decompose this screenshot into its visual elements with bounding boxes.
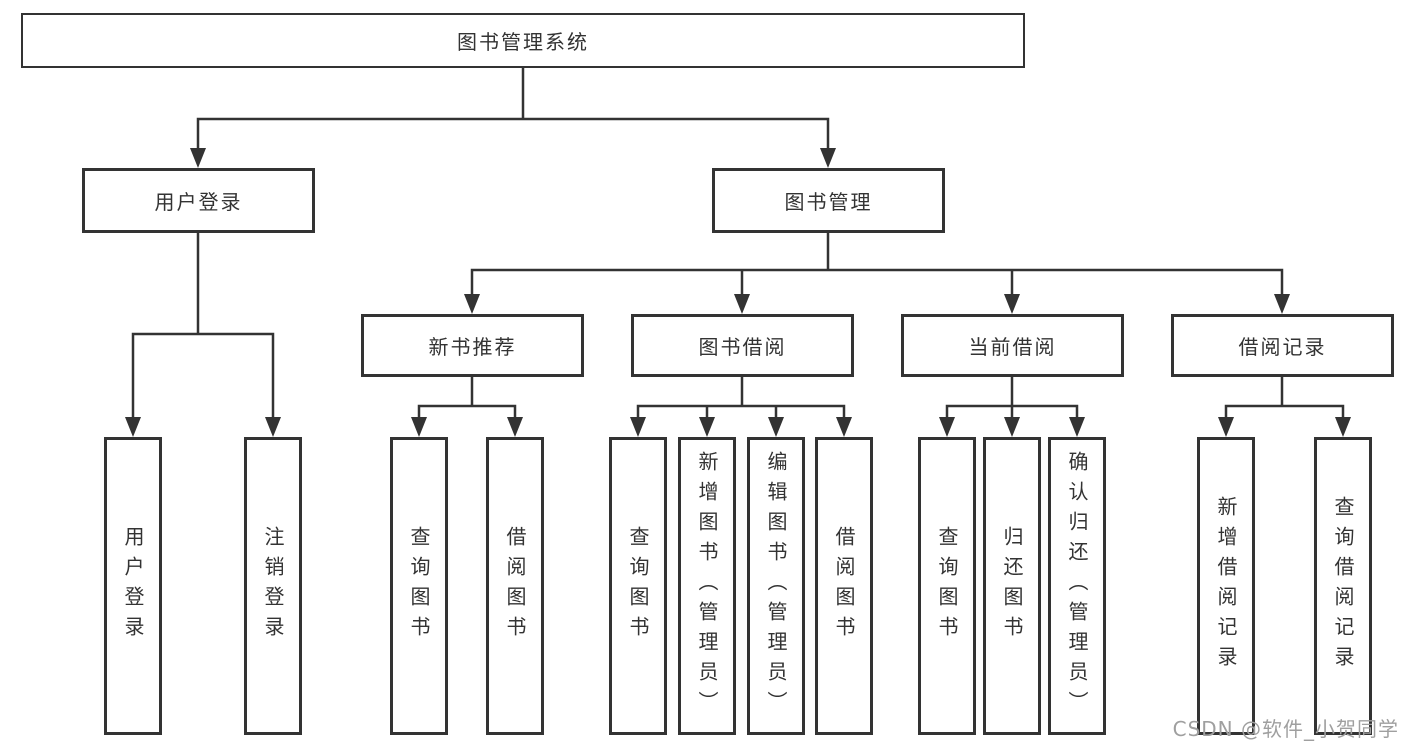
node-leaf-user-login: 用户登录 [104, 437, 162, 735]
leaf-label: 查询借阅记录 [1331, 496, 1355, 676]
node-leaf-recommend-borrow-books: 借阅图书 [486, 437, 544, 735]
node-book-management-label: 图书管理 [784, 190, 873, 214]
leaf-label: 新增图书（管理员） [695, 451, 719, 721]
leaf-label: 用户登录 [121, 526, 145, 646]
node-leaf-borrow-borrow-books: 借阅图书 [815, 437, 873, 735]
node-leaf-user-logout: 注销登录 [244, 437, 302, 735]
node-borrowing-records-label: 借阅记录 [1238, 335, 1327, 359]
node-new-book-recommend-label: 新书推荐 [428, 335, 517, 359]
node-leaf-recommend-query-books: 查询图书 [390, 437, 448, 735]
leaf-label: 注销登录 [261, 526, 285, 646]
arrowheads [125, 148, 1351, 437]
leaf-label: 查询图书 [407, 526, 431, 646]
node-new-book-recommend: 新书推荐 [361, 314, 584, 377]
leaf-label: 借阅图书 [503, 526, 527, 646]
leaf-label: 查询图书 [626, 526, 650, 646]
node-leaf-borrow-query-books: 查询图书 [609, 437, 667, 735]
node-book-borrowing: 图书借阅 [631, 314, 854, 377]
leaf-label: 归还图书 [1000, 526, 1024, 646]
node-leaf-borrow-edit-books-admin: 编辑图书（管理员） [747, 437, 805, 735]
csdn-watermark: CSDN @软件_小贺同学 [1172, 717, 1399, 741]
node-leaf-current-confirm-return-admin: 确认归还（管理员） [1048, 437, 1106, 735]
node-leaf-borrow-add-books-admin: 新增图书（管理员） [678, 437, 736, 735]
node-book-borrowing-label: 图书借阅 [698, 335, 787, 359]
node-borrowing-records: 借阅记录 [1171, 314, 1394, 377]
node-leaf-current-return-books: 归还图书 [983, 437, 1041, 735]
node-root-label: 图书管理系统 [457, 30, 589, 54]
leaf-label: 查询图书 [935, 526, 959, 646]
leaf-label: 编辑图书（管理员） [764, 451, 788, 721]
node-user-login: 用户登录 [82, 168, 315, 233]
node-book-management: 图书管理 [712, 168, 945, 233]
node-leaf-records-add-record: 新增借阅记录 [1197, 437, 1255, 735]
leaf-label: 新增借阅记录 [1214, 496, 1238, 676]
node-current-borrowing-label: 当前借阅 [968, 335, 1057, 359]
node-leaf-records-query-record: 查询借阅记录 [1314, 437, 1372, 735]
node-leaf-current-query-books: 查询图书 [918, 437, 976, 735]
leaf-label: 借阅图书 [832, 526, 856, 646]
node-root: 图书管理系统 [21, 13, 1025, 68]
node-current-borrowing: 当前借阅 [901, 314, 1124, 377]
leaf-label: 确认归还（管理员） [1065, 451, 1089, 721]
node-user-login-label: 用户登录 [154, 190, 243, 214]
